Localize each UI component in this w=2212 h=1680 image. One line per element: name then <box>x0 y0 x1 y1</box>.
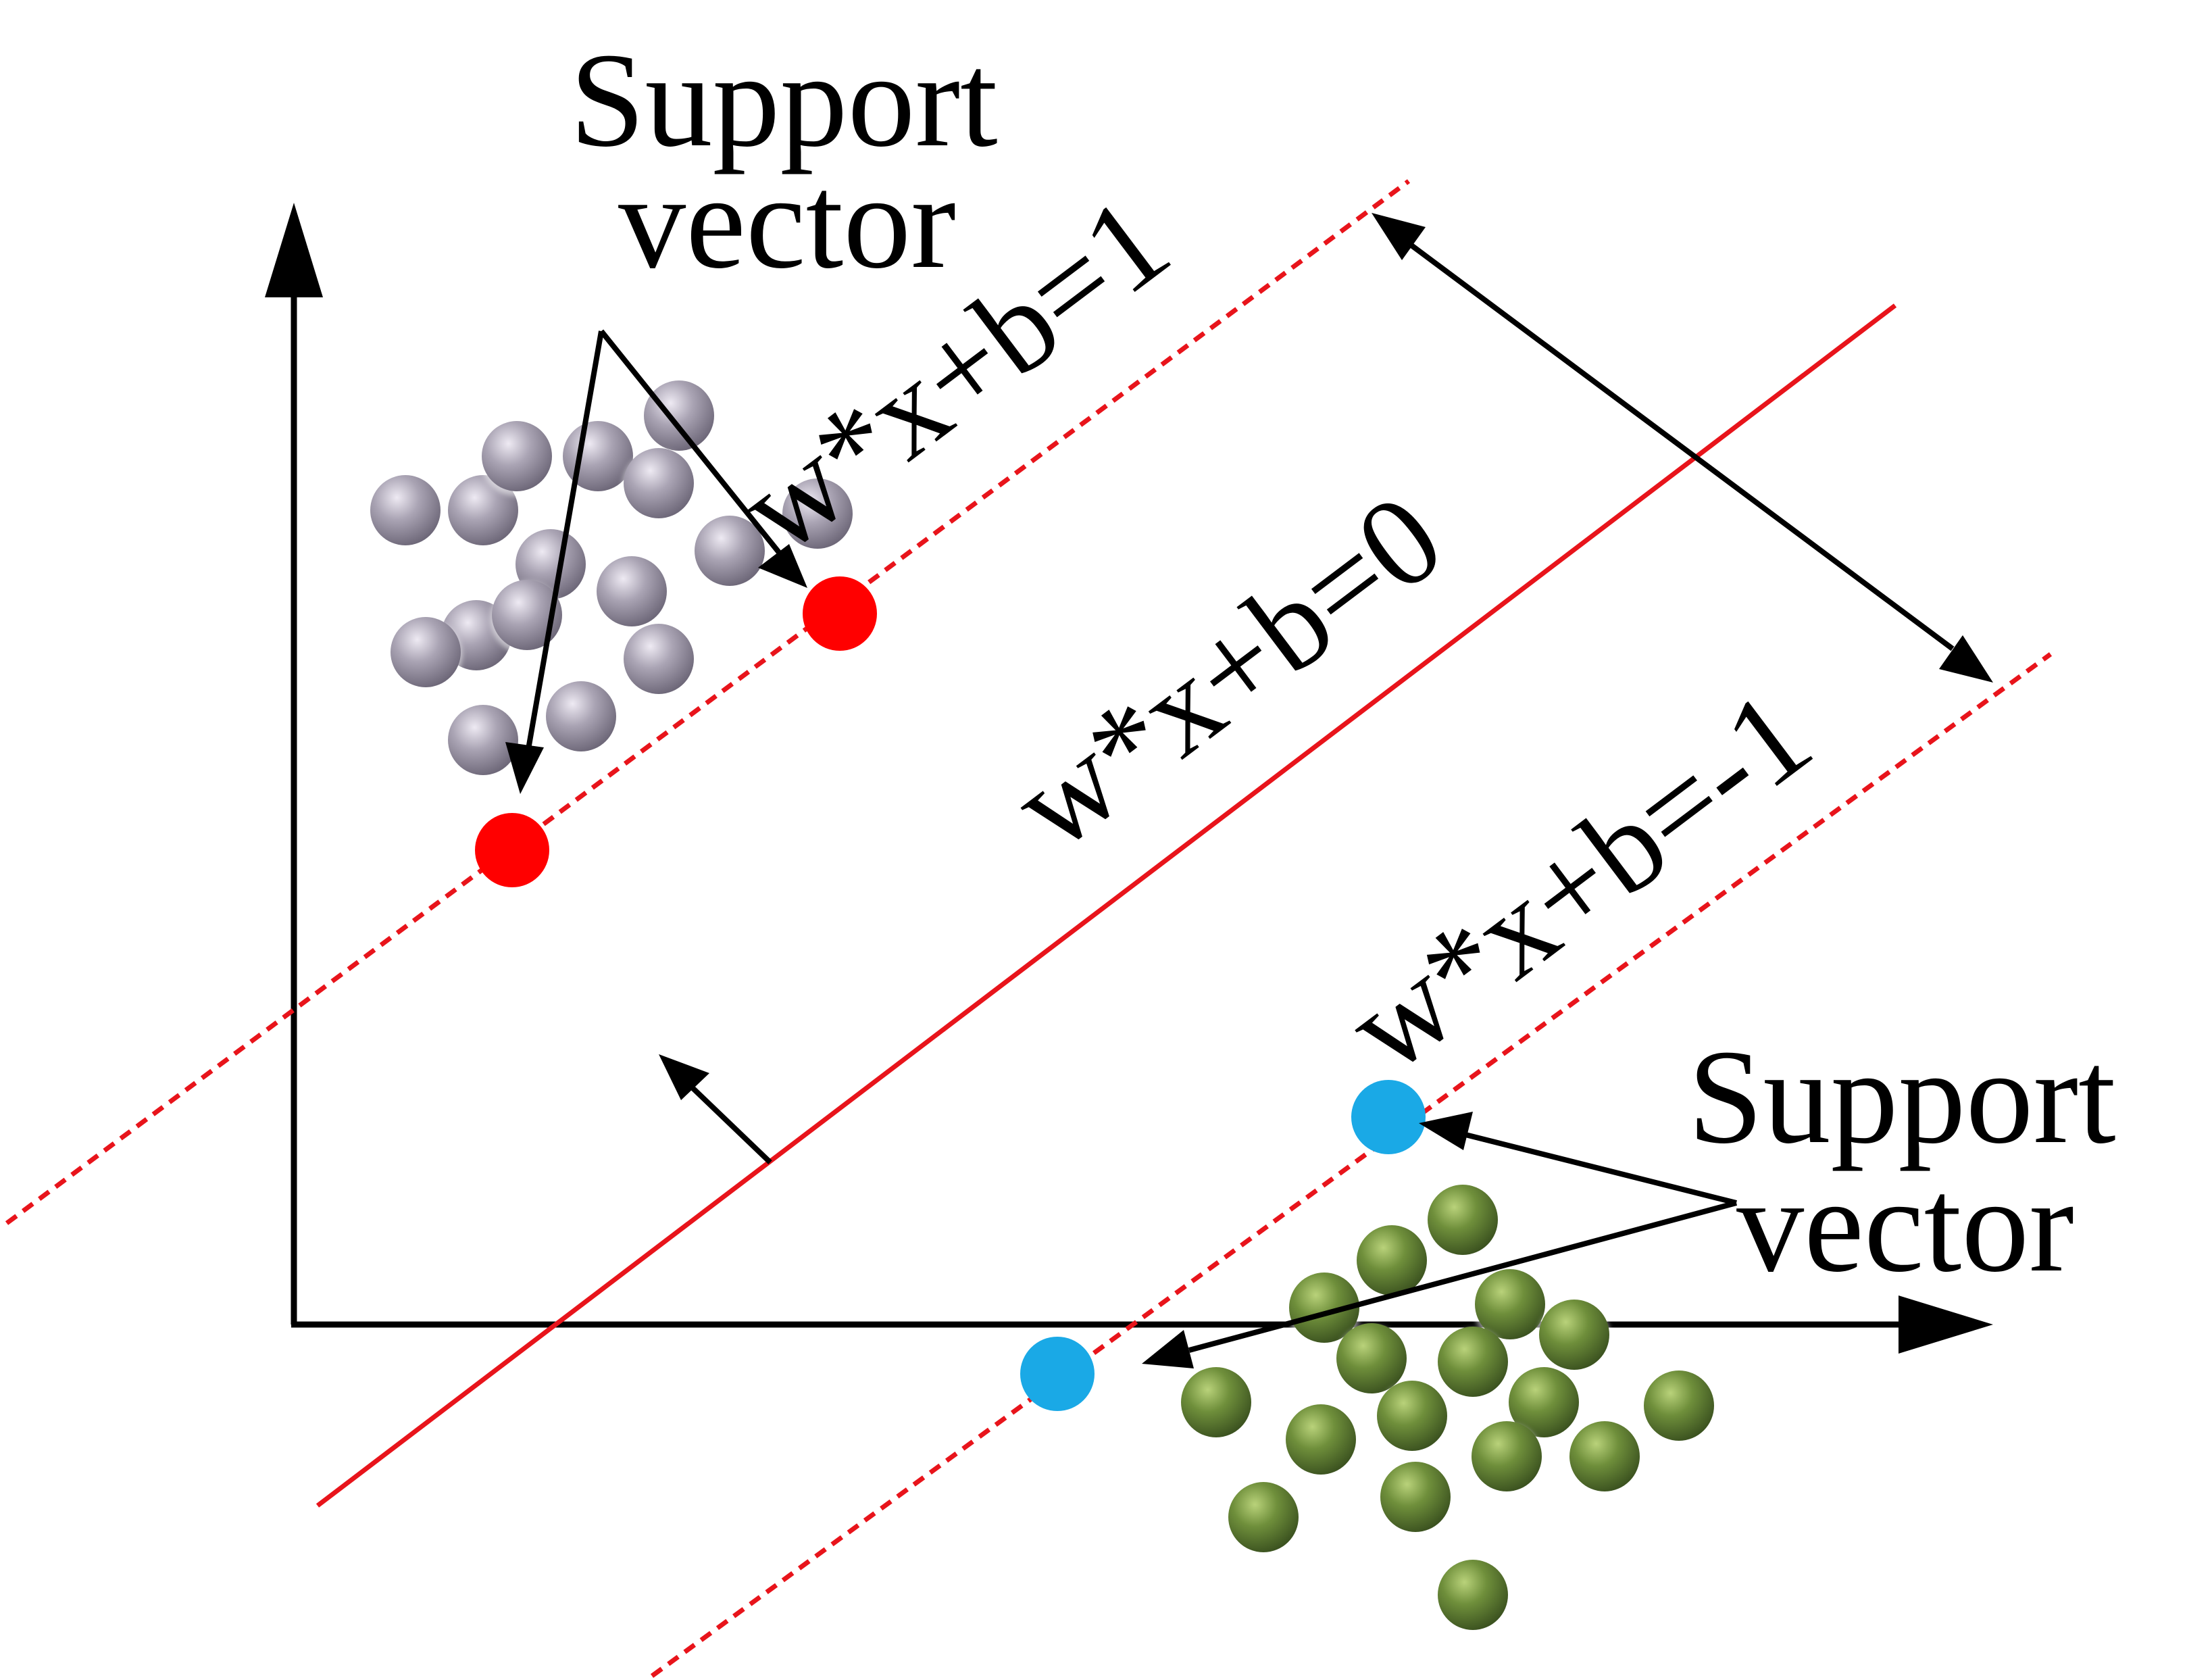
support-vector-label-top-line2: vector <box>618 147 956 297</box>
x-axis-arrow-icon <box>1899 1295 1993 1354</box>
gray-sphere-icon <box>480 421 553 496</box>
support-vector-label-bottom-line2: vector <box>1736 1151 2074 1300</box>
arrowhead-icon <box>659 1054 709 1100</box>
gray-sphere-icon <box>447 475 520 550</box>
green-sphere-icon <box>1288 1273 1361 1348</box>
arrowhead-icon <box>1419 1112 1473 1150</box>
green-sphere-icon <box>1284 1404 1357 1479</box>
gray-sphere-icon <box>622 448 695 523</box>
margin-width-line <box>1407 241 1955 651</box>
green-sphere-icon <box>1180 1367 1253 1442</box>
support-vector-negative-upper <box>1351 1080 1426 1154</box>
gray-sphere-icon <box>781 478 854 553</box>
labels: Support vector Support vector w*x+b=1 w*… <box>570 26 2115 1300</box>
gray-sphere-icon <box>693 516 766 591</box>
class-b-points <box>1180 1185 1715 1635</box>
class-a-points <box>369 380 854 780</box>
green-sphere-icon <box>1379 1462 1452 1537</box>
green-sphere-icon <box>1568 1421 1641 1496</box>
annotation-arrows <box>505 213 1993 1368</box>
green-sphere-icon <box>1436 1560 1509 1635</box>
pointer-line <box>1462 1131 1737 1206</box>
y-axis-arrow-icon <box>265 203 323 297</box>
gray-sphere-icon <box>447 705 520 780</box>
margin-line-positive <box>5 179 1411 1225</box>
axes <box>265 203 1993 1354</box>
margin-line-negative <box>650 652 2053 1678</box>
gray-sphere-icon <box>595 556 668 631</box>
support-vector-positive-lower <box>475 813 549 887</box>
green-sphere-icon <box>1436 1327 1509 1402</box>
green-sphere-icon <box>1227 1482 1300 1557</box>
support-vector-label-bottom-line1: Support <box>1688 1022 2115 1172</box>
pointer-line <box>599 329 783 556</box>
gray-sphere-icon <box>545 681 618 756</box>
green-sphere-icon <box>1642 1370 1715 1446</box>
arrowhead-icon <box>1372 213 1426 260</box>
arrowhead-icon <box>505 742 544 794</box>
green-sphere-icon <box>1355 1225 1428 1300</box>
gray-sphere-icon <box>643 380 715 455</box>
gray-sphere-icon <box>622 624 695 699</box>
arrowhead-icon <box>758 544 807 588</box>
gray-sphere-icon <box>491 580 563 655</box>
support-vector-negative-lower <box>1020 1337 1095 1411</box>
green-sphere-icon <box>1538 1300 1611 1375</box>
green-sphere-icon <box>1474 1269 1547 1344</box>
gray-sphere-icon <box>369 475 442 550</box>
arrowhead-icon <box>1142 1330 1194 1368</box>
green-sphere-icon <box>1376 1381 1449 1456</box>
support-vector-positive-upper <box>803 576 877 651</box>
pointer-line <box>1188 1200 1738 1353</box>
support-vectors <box>475 576 1426 1411</box>
separating-lines <box>5 179 2053 1678</box>
green-sphere-icon <box>1335 1323 1408 1398</box>
green-sphere-icon <box>1426 1185 1499 1260</box>
green-sphere-icon <box>1470 1421 1543 1496</box>
hyperplane-line <box>316 303 1897 1508</box>
normal-vector-line <box>687 1083 772 1164</box>
green-sphere-icon <box>1507 1367 1580 1442</box>
gray-sphere-icon <box>389 617 462 692</box>
support-vector-label-top-line1: Support <box>570 26 997 175</box>
pointer-line <box>524 330 604 758</box>
arrowhead-icon <box>1939 635 1993 683</box>
